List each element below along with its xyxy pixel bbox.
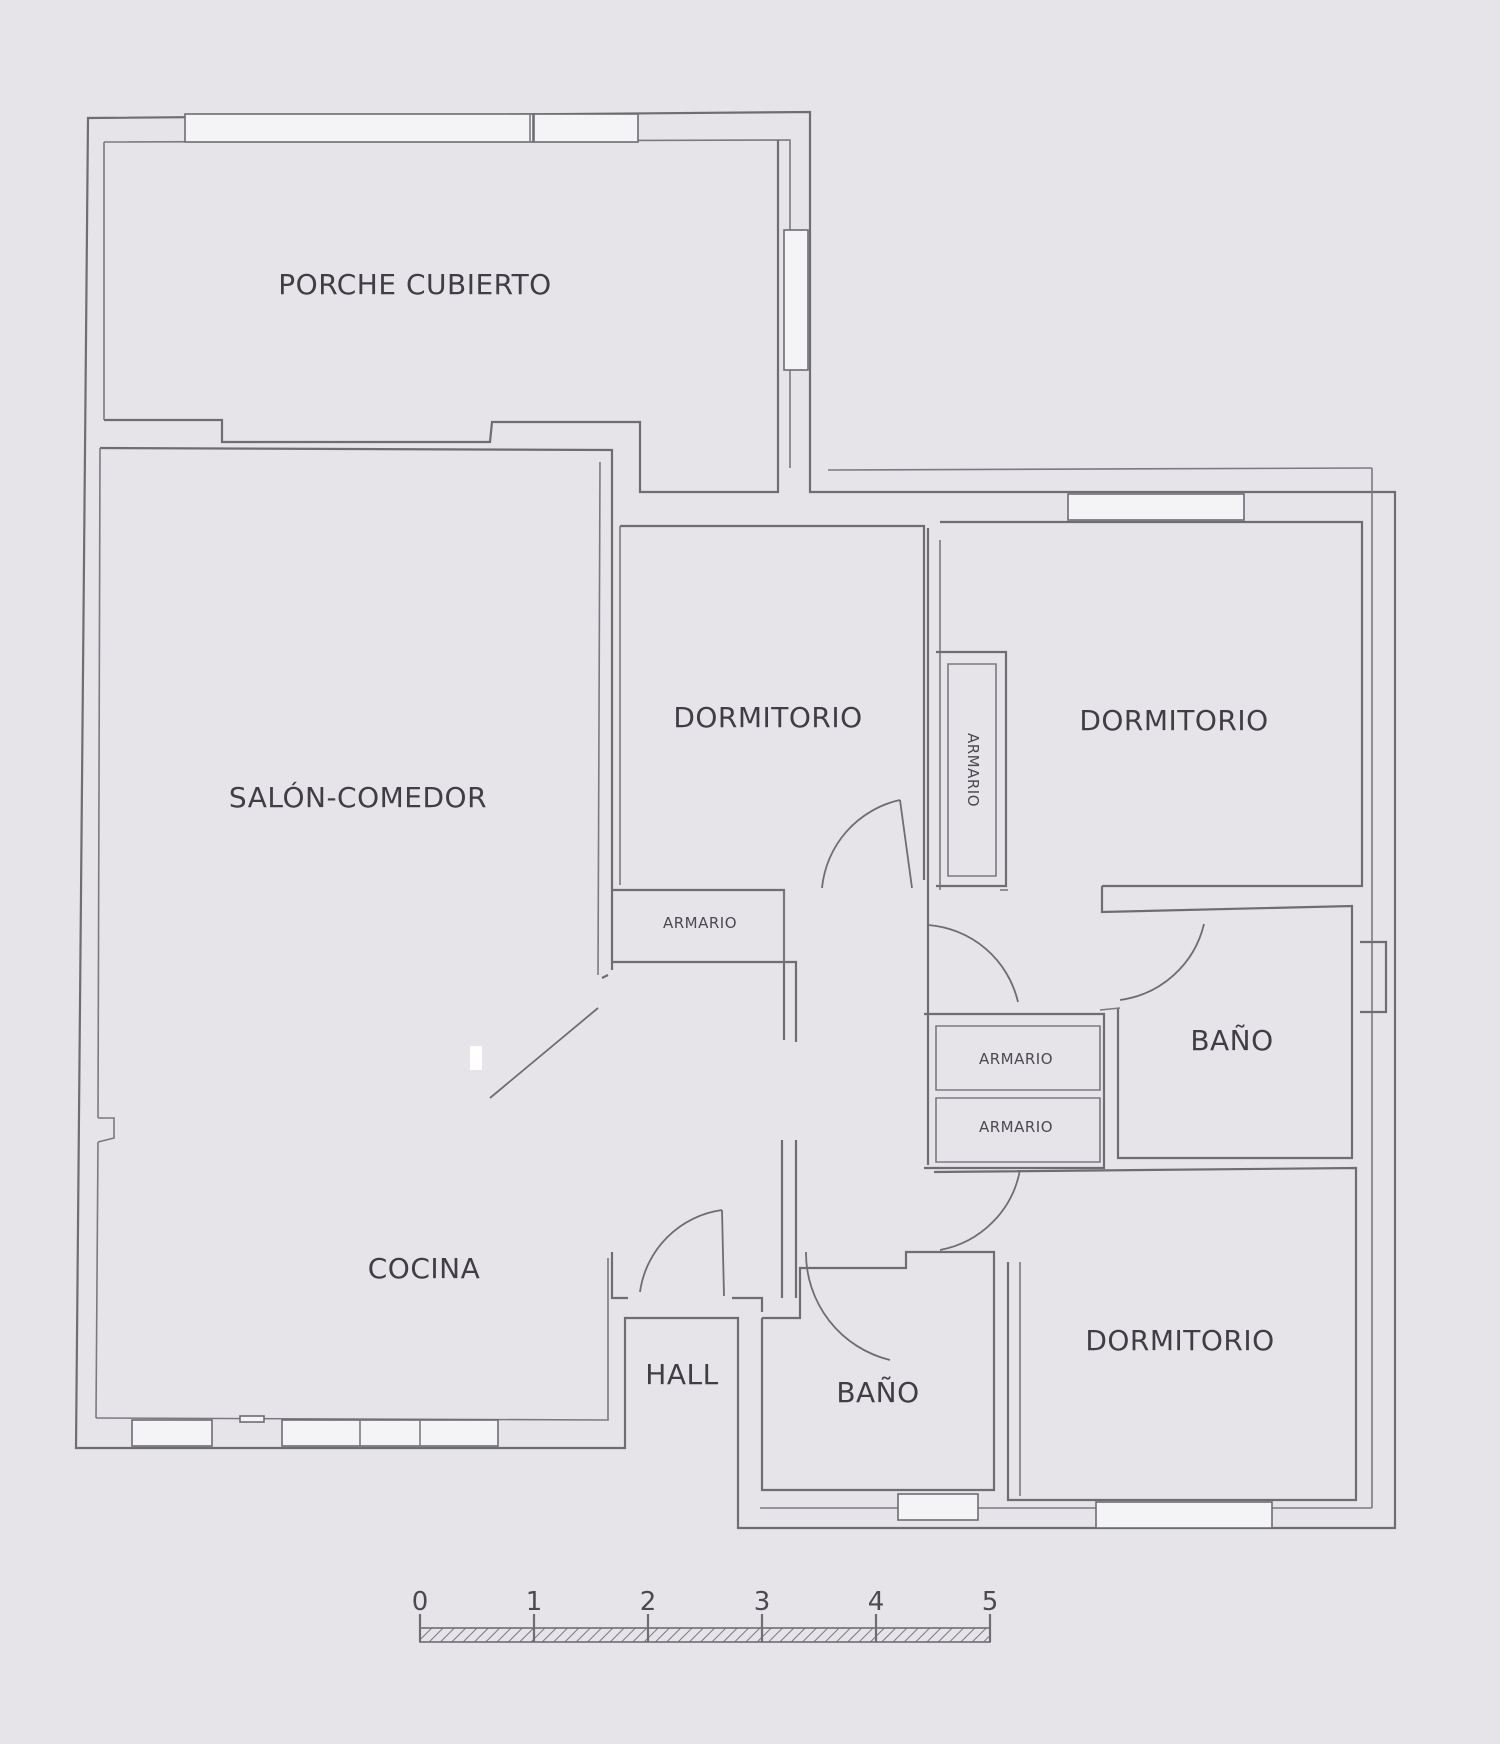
label-armario-4: ARMARIO [979,1118,1053,1136]
label-dormitorio-3: DORMITORIO [1085,1324,1274,1357]
scale-tick-3: 3 [754,1587,771,1617]
scale-tick-2: 2 [640,1587,657,1617]
scale-bar-hatched [419,1627,991,1643]
marker [470,1046,482,1070]
windows [131,113,1273,1529]
scale-tick-1: 1 [526,1587,543,1617]
scale-tick-4: 4 [868,1587,885,1617]
label-bano-1: BAÑO [1190,1024,1273,1057]
label-dormitorio-2: DORMITORIO [1079,704,1268,737]
label-salon-comedor: SALÓN-COMEDOR [229,780,487,814]
label-armario-2: ARMARIO [964,733,982,807]
label-cocina: COCINA [368,1252,481,1285]
label-porche-cubierto: PORCHE CUBIERTO [278,268,551,301]
label-bano-2: BAÑO [836,1376,919,1409]
label-dormitorio-1: DORMITORIO [673,701,862,734]
scale-tick-0: 0 [412,1587,429,1617]
walls [74,110,1397,1530]
room-labels: PORCHE CUBIERTO SALÓN-COMEDOR COCINA HAL… [229,268,1274,1409]
label-armario-3: ARMARIO [979,1050,1053,1068]
scale-bar: 0 1 2 3 4 5 [412,1587,999,1643]
doors [489,799,1205,1361]
label-hall: HALL [645,1358,718,1391]
scale-tick-5: 5 [982,1587,999,1617]
label-armario-1: ARMARIO [663,914,737,932]
